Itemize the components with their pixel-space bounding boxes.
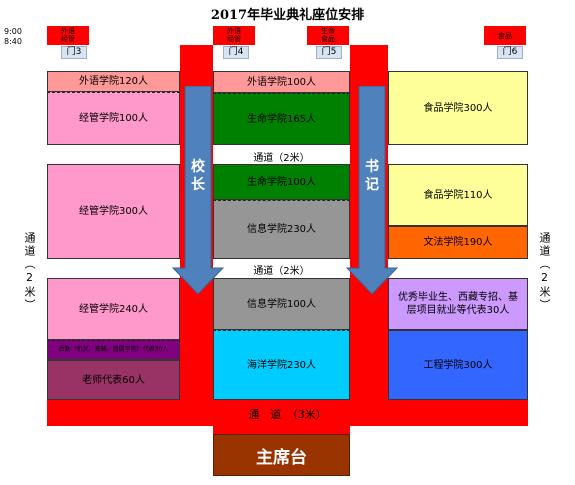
gate4-header: 外语 经管 [213,26,255,45]
seat-block-mid-5: 信息学院100人 [213,278,350,330]
gate5-header: 生命 食品 [307,26,349,45]
seat-block-right-3: 文法学院190人 [388,226,528,259]
side-aisle-right-text: 通道（2米） [538,232,551,312]
seat-block-mid-2: 生命学院165人 [213,93,350,145]
time-label-1: 9:00 [4,27,22,36]
seat-block-mid-4: 信息学院230人 [213,200,350,259]
side-aisle-left-text: 通道（2米） [23,232,36,312]
bottom-aisle-label: 通 道 （3米） [248,408,327,421]
aisle-middle-2: 通道（2米） [213,262,350,277]
seat-block-left-4: 经管学院240人 [47,278,180,340]
secretary-arrow-label: 书记 [365,159,379,193]
gate-6: 门6 [497,46,523,59]
gate3-header-text: 外语 经管 [61,27,75,43]
gate6-header-text: 食品 [498,32,512,40]
seat-block-right-1: 食品学院300人 [388,71,528,145]
principal-arrow [172,86,224,295]
side-aisle-left-label: 通道（2米） [22,232,36,312]
bottom-aisle [47,400,528,426]
gate-3: 门3 [61,46,87,59]
seat-block-right-5: 工程学院300人 [388,330,528,400]
secretary-arrow-shape [346,86,398,295]
gate-4: 门4 [223,46,249,59]
stage-connector [213,426,350,434]
seat-block-left-1: 外语学院120人 [47,71,180,92]
secretary-arrow [346,86,398,295]
gate5-header-text: 生命 食品 [321,27,335,43]
seat-block-left-3: 经管学院300人 [47,164,180,259]
seat-block-left-5: 后勤（机关、教辅、直属学院）代表30人 [47,340,180,360]
seat-block-mid-1: 外语学院100人 [213,71,350,93]
seat-block-left-6: 老师代表60人 [47,360,180,400]
seat-block-mid-6: 海洋学院230人 [213,330,350,400]
time-label-2: 8:40 [4,37,22,46]
principal-arrow-shape [172,86,224,295]
seat-block-right-2: 食品学院110人 [388,164,528,226]
seat-block-mid-3: 生命学院100人 [213,164,350,200]
gate3-header: 外语 经管 [47,26,89,45]
gate-5: 门5 [316,46,342,59]
seat-block-left-2: 经管学院100人 [47,92,180,145]
seat-block-right-4: 优秀毕业生、西藏专招、基层项目就业等代表30人 [388,278,528,330]
page-title: 2017年毕业典礼座位安排 [210,8,365,23]
aisle-middle-1: 通道（2米） [213,149,350,164]
principal-arrow-label: 校长 [191,159,205,193]
main-stage: 主席台 [213,434,350,476]
gate6-header: 食品 [484,26,526,45]
side-aisle-right-label: 通道（2米） [537,232,551,312]
gate4-header-text: 外语 经管 [227,27,241,43]
